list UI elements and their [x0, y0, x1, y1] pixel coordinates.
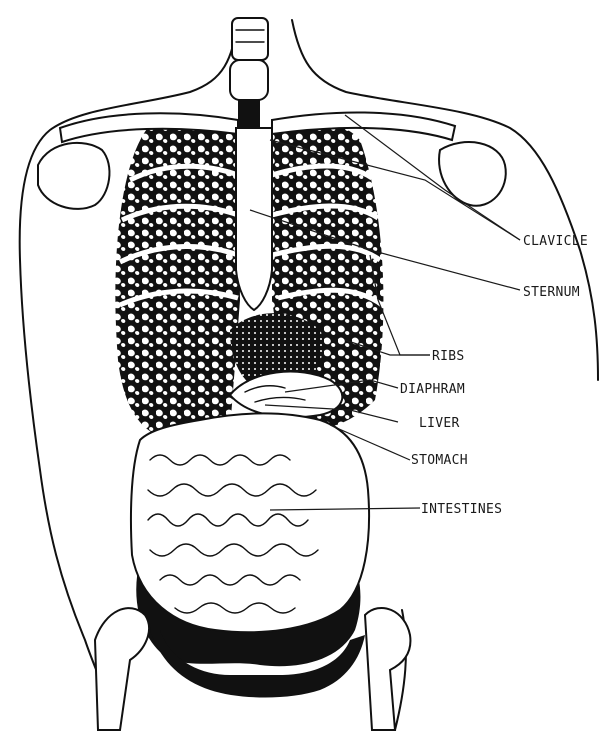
intestines [131, 413, 369, 666]
sternum [236, 128, 272, 310]
label-ribs: RIBS [432, 349, 465, 364]
label-stomach: STOMACH [411, 453, 468, 468]
label-liver: LIVER [419, 416, 460, 431]
label-clavicle: CLAVICLE [523, 234, 588, 249]
label-intestines: INTESTINES [421, 502, 502, 517]
label-diaphram: DIAPHRAM [400, 382, 465, 397]
label-sternum: STERNUM [523, 285, 580, 300]
trachea [230, 18, 268, 130]
